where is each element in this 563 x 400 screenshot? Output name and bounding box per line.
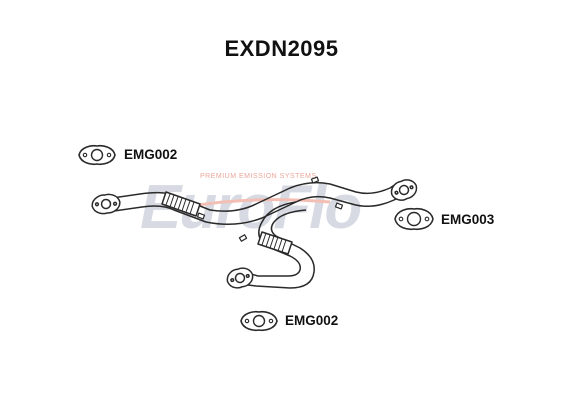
y-pipe-icon (91, 176, 418, 289)
watermark-swoosh (197, 198, 331, 207)
gasket-top-left-icon (78, 144, 116, 166)
watermark-tagline: PREMIUM EMISSION SYSTEMS (200, 173, 317, 180)
part-number-title: EXDN2095 (224, 36, 339, 61)
gasket-right-icon (394, 207, 434, 231)
gasket-right-label: EMG003 (441, 212, 495, 227)
left-flange (91, 193, 121, 215)
right-flange (390, 179, 418, 201)
gasket-bottom-label: EMG002 (285, 313, 339, 328)
gasket-top-left-label: EMG002 (124, 147, 178, 162)
gasket-bottom-icon (240, 310, 278, 332)
lower-flexi-section (257, 231, 293, 255)
pipe-hangers (196, 176, 344, 242)
bottom-flange (226, 267, 254, 289)
upper-flexi-section (161, 191, 201, 217)
